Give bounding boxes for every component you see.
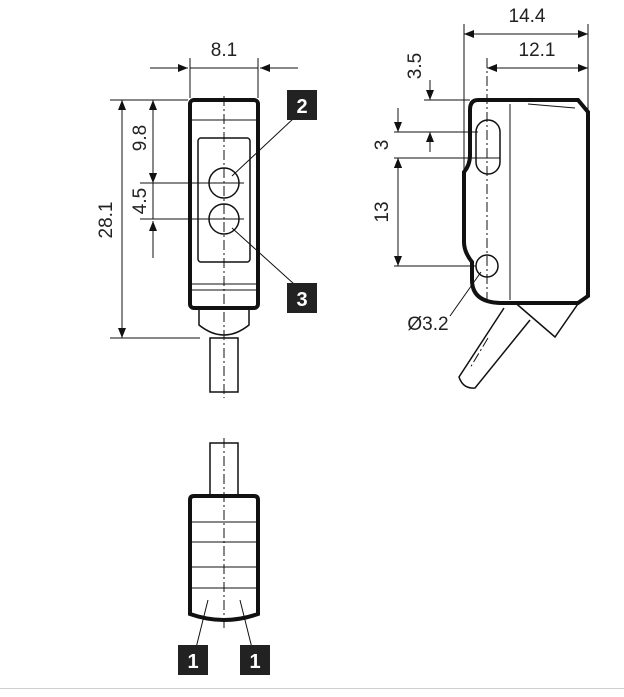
bottom-housing	[188, 494, 260, 622]
slot-height-label: 3	[372, 140, 393, 151]
hole-spacing-label: 13	[372, 201, 393, 222]
callout-receiver: 2	[287, 90, 317, 120]
side-dimension-labels: 14.4 12.1 3.5 3 13 Ø3.2	[372, 6, 555, 335]
side-view	[458, 58, 590, 389]
svg-text:1: 1	[249, 651, 260, 673]
front-dimensions	[110, 58, 298, 339]
side-depth-total-label: 14.4	[509, 6, 546, 27]
front-view	[188, 96, 260, 398]
callout-indicator-right: 1	[240, 645, 270, 675]
svg-text:3: 3	[296, 289, 307, 311]
front-dimension-labels: 8.1 28.1 9.8 4.5	[96, 40, 237, 238]
page-divider	[0, 688, 624, 697]
callout-indicator-left: 1	[178, 645, 208, 675]
svg-text:2: 2	[296, 96, 307, 118]
front-width-label: 8.1	[211, 40, 237, 61]
lens-spacing-label: 4.5	[130, 188, 151, 214]
svg-text:1: 1	[187, 651, 198, 673]
front-cable	[209, 337, 239, 393]
lens-offset-label: 9.8	[130, 125, 151, 151]
mounting-slot	[475, 119, 501, 175]
front-height-label: 28.1	[96, 202, 117, 239]
side-cable	[458, 307, 531, 389]
hole-diameter-label: Ø3.2	[407, 314, 448, 335]
side-housing	[462, 98, 590, 305]
side-depth-inner-label: 12.1	[519, 40, 556, 61]
slot-offset-label: 3.5	[405, 53, 426, 79]
callout-emitter: 3	[287, 283, 317, 313]
side-dimensions	[394, 24, 589, 317]
bottom-view	[188, 438, 260, 649]
